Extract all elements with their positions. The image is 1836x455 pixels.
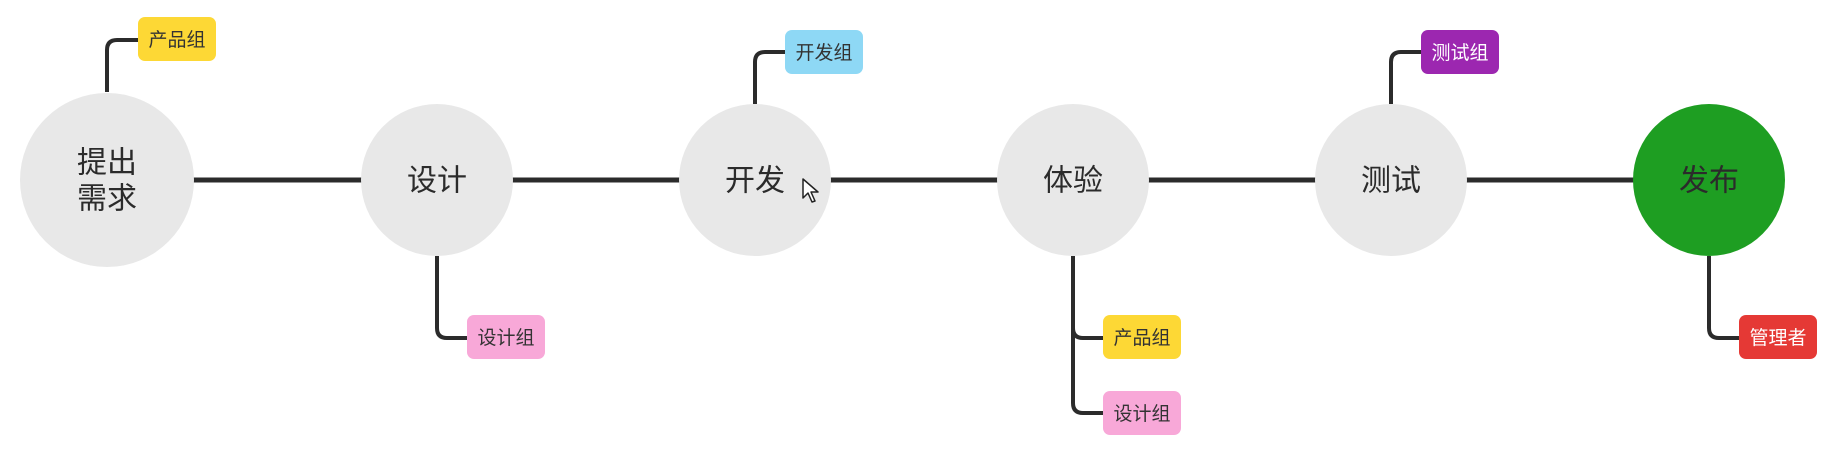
stage-circle	[1315, 104, 1467, 256]
stage-node-test: 测试	[1315, 104, 1467, 256]
team-tag-label: 设计组	[477, 327, 534, 349]
stage-label: 发布	[1679, 164, 1739, 199]
stage-node-design: 设计	[361, 104, 513, 256]
stage-node-experience: 体验	[997, 104, 1149, 256]
stage-label: 体验	[1043, 164, 1103, 199]
team-tag-release: 管理者	[1707, 256, 1817, 359]
team-tag-test: 测试组	[1389, 30, 1499, 104]
team-tag-box	[785, 30, 863, 74]
stage-label: 提出	[77, 146, 137, 181]
mouse-cursor-icon	[802, 178, 819, 203]
team-tag-box	[138, 17, 216, 61]
stage-label: 设计	[407, 164, 467, 199]
stage-circle	[679, 104, 831, 256]
team-tag-label: 开发组	[795, 42, 852, 64]
team-tag-experience: 产品组	[1071, 256, 1181, 359]
stage-node-develop: 开发	[679, 104, 831, 256]
team-tag-label: 测试组	[1431, 42, 1488, 64]
stage-node-release: 发布	[1633, 104, 1785, 256]
stage-label: 需求	[77, 182, 137, 217]
tag-connector	[1071, 256, 1103, 340]
tag-connector	[1389, 50, 1421, 104]
team-tag-experience: 设计组	[1071, 256, 1181, 435]
team-tag-label: 管理者	[1749, 327, 1806, 349]
tag-connector	[753, 50, 785, 104]
team-tag-design: 设计组	[435, 256, 545, 359]
team-tag-box	[1739, 315, 1817, 359]
tag-connector	[1071, 256, 1103, 415]
team-tag-label: 产品组	[148, 29, 205, 51]
tag-connector	[105, 38, 138, 92]
team-tag-propose: 产品组	[105, 17, 216, 92]
stage-circle	[20, 93, 194, 267]
stage-circle	[997, 104, 1149, 256]
stage-circle	[361, 104, 513, 256]
tag-connector	[435, 256, 467, 340]
team-tag-develop: 开发组	[753, 30, 863, 104]
team-tag-box	[467, 315, 545, 359]
team-tag-box	[1103, 391, 1181, 435]
stage-label: 开发	[725, 164, 785, 199]
tag-connector	[1707, 256, 1739, 340]
stage-label: 测试	[1361, 164, 1421, 199]
team-tag-box	[1421, 30, 1499, 74]
stage-circle	[1633, 104, 1785, 256]
team-tag-box	[1103, 315, 1181, 359]
team-tag-label: 设计组	[1113, 403, 1170, 425]
team-tag-label: 产品组	[1113, 327, 1170, 349]
